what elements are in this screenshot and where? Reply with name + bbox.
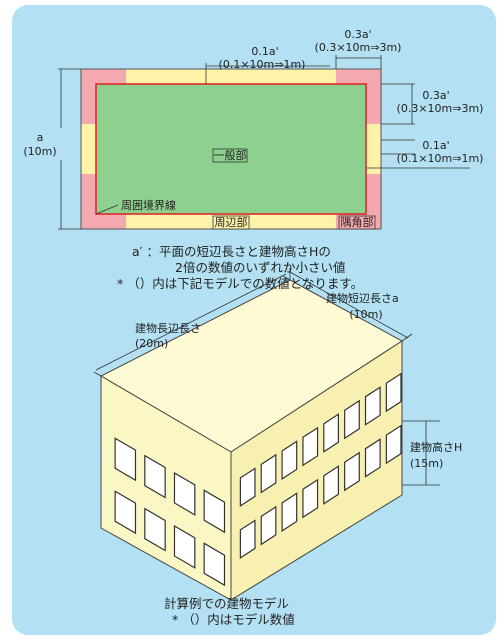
window [144,454,166,499]
window [260,453,277,494]
caption-line2: * （）内はモデル数値 [172,612,295,627]
window [144,507,166,552]
zone-perimeter-label: 周辺部 [212,215,250,230]
short-side-line2: (10m) [349,308,382,321]
caption-line1: 計算例での建物モデル [164,596,290,611]
long-side-line1: 建物長辺長さ [135,321,201,335]
corner-zone-tr-side [366,69,381,124]
window [385,372,402,413]
zone-general-label: 一般部 [212,148,248,163]
front-windows [114,437,226,587]
corner-zone-bl-side [81,174,96,229]
window [281,492,298,532]
plan-dimensions [58,55,470,230]
svg-text:隅角部: 隅角部 [341,215,374,229]
dim-top-left-line1: 0.1a' [251,45,278,58]
dim-left-line1: a [37,131,44,144]
long-side-line2: (20m) [135,337,168,350]
window [364,386,381,426]
svg-text:一般部: 一般部 [214,148,247,162]
dim-top-left-line2: (0.1×10m⇒1m) [219,58,306,71]
height-line2: (15m) [410,457,443,470]
dim-right-upper-line1: 0.3a' [422,89,449,102]
dim-right-lower-line1: 0.1a' [422,139,449,152]
window [344,399,360,440]
zone-corner-label: 隅角部 [338,215,376,230]
window [344,451,360,492]
window [323,465,339,505]
window [114,437,137,482]
window [239,467,256,508]
window [323,413,339,453]
window [302,426,319,467]
window [203,489,226,534]
model-dimensions [93,268,440,486]
note-line3: * （）内は下記モデルでの数値となります。 [117,276,364,291]
boundary-label: 周囲境界線 [121,198,176,212]
boundary-line [95,83,367,215]
window [173,524,196,569]
height-line1: 建物高さH [410,440,462,454]
dim-right-lower-line2: (0.1×10m⇒1m) [397,152,484,165]
dim-top-right-line2: (0.3×10m⇒3m) [315,41,402,54]
svg-text:周辺部: 周辺部 [215,215,248,229]
window [281,440,298,480]
window [302,478,319,519]
corner-zone-tl-side [81,69,96,124]
window [385,424,402,465]
window [203,542,226,587]
window [173,471,196,516]
window [260,505,277,546]
note-line2: 2倍の数値のいずれか小さい値 [175,260,346,275]
side-windows [239,372,402,560]
window [364,438,381,478]
corner-zone-br-side [366,174,381,229]
note-line1: a′ ：平面の短辺長さと建物高さHの [132,244,331,259]
window [114,490,137,535]
dim-top-right-line1: 0.3a' [344,28,371,41]
window [239,519,256,560]
dim-right-upper-line2: (0.3×10m⇒3m) [397,102,484,115]
short-side-line1: 建物短辺長さa [326,291,399,305]
dim-left-line2: (10m) [23,145,56,158]
